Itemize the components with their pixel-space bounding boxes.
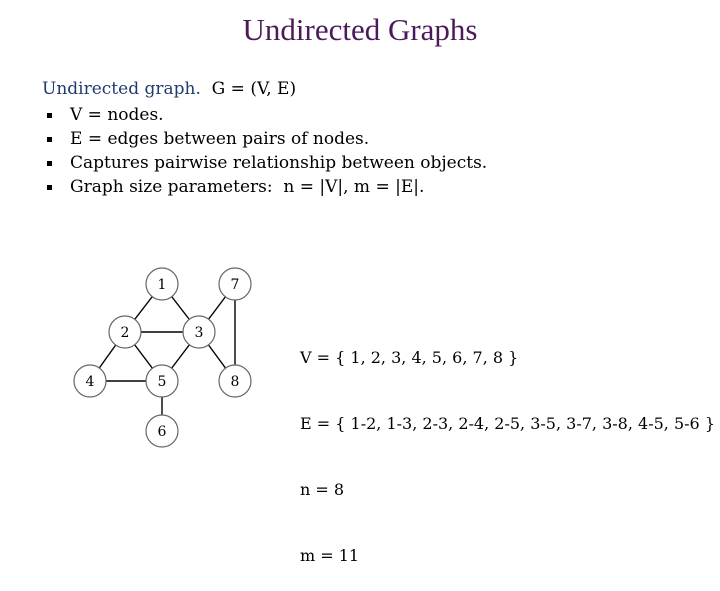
edge-set: E = { 1-2, 1-3, 2-3, 2-4, 2-5, 3-5, 3-7,… bbox=[300, 414, 715, 433]
bullet-square-icon bbox=[47, 185, 52, 190]
bullet-item: E = edges between pairs of nodes. bbox=[44, 127, 487, 151]
graph-node-circle bbox=[145, 414, 179, 448]
bullet-item: V = nodes. bbox=[44, 103, 487, 127]
bullet-text: V = nodes. bbox=[70, 105, 164, 125]
graph-node-label: 7 bbox=[231, 277, 240, 293]
graph-node-5: 5 bbox=[145, 364, 179, 398]
graph-node-label: 6 bbox=[158, 424, 167, 440]
graph-node-label: 2 bbox=[121, 325, 130, 341]
edge-count: m = 11 bbox=[300, 546, 360, 565]
bullet-text: Graph size parameters: n = |V|, m = |E|. bbox=[70, 177, 425, 197]
graph-edges bbox=[89, 283, 236, 431]
graph-node-circle bbox=[73, 364, 107, 398]
graph-node-circle bbox=[218, 267, 252, 301]
node-count: n = 8 bbox=[300, 480, 345, 499]
graph-node-circle bbox=[182, 315, 216, 349]
bullet-square-icon bbox=[47, 113, 52, 118]
graph-node-6: 6 bbox=[145, 414, 179, 448]
intro-label: Undirected graph. bbox=[42, 79, 201, 99]
slide-title: Undirected Graphs bbox=[242, 12, 478, 47]
graph-node-8: 8 bbox=[218, 364, 252, 398]
vertex-set: V = { 1, 2, 3, 4, 5, 6, 7, 8 } bbox=[300, 348, 519, 367]
graph-node-label: 4 bbox=[86, 374, 95, 390]
graph-node-7: 7 bbox=[218, 267, 252, 301]
graph-node-2: 2 bbox=[108, 315, 142, 349]
graph-node-circle bbox=[218, 364, 252, 398]
graph-node-1: 1 bbox=[145, 267, 179, 301]
graph-diagram: 1 2 3 4 5 6 7 8 bbox=[73, 267, 252, 448]
intro-line: Undirected graph. G = (V, E) bbox=[42, 79, 296, 99]
intro-definition: G = (V, E) bbox=[200, 79, 297, 99]
bullet-text: E = edges between pairs of nodes. bbox=[70, 129, 370, 149]
graph-node-circle bbox=[145, 364, 179, 398]
graph-node-3: 3 bbox=[182, 315, 216, 349]
graph-node-label: 5 bbox=[158, 374, 167, 390]
bullet-item: Captures pairwise relationship between o… bbox=[44, 151, 487, 175]
graph-node-circle bbox=[108, 315, 142, 349]
graph-nodes: 1 2 3 4 5 6 7 8 bbox=[73, 267, 252, 448]
graph-node-circle bbox=[145, 267, 179, 301]
graph-node-label: 1 bbox=[158, 277, 167, 293]
bullet-text: Captures pairwise relationship between o… bbox=[70, 153, 488, 173]
graph-definitions: V = { 1, 2, 3, 4, 5, 6, 7, 8 } E = { 1-2… bbox=[300, 308, 715, 591]
graph-node-label: 8 bbox=[231, 374, 240, 390]
bullet-square-icon bbox=[47, 137, 52, 142]
bullet-item: Graph size parameters: n = |V|, m = |E|. bbox=[44, 175, 487, 199]
bullet-square-icon bbox=[47, 161, 52, 166]
bullet-list: V = nodes. E = edges between pairs of no… bbox=[44, 103, 487, 199]
graph-node-label: 3 bbox=[195, 325, 204, 341]
graph-node-4: 4 bbox=[73, 364, 107, 398]
